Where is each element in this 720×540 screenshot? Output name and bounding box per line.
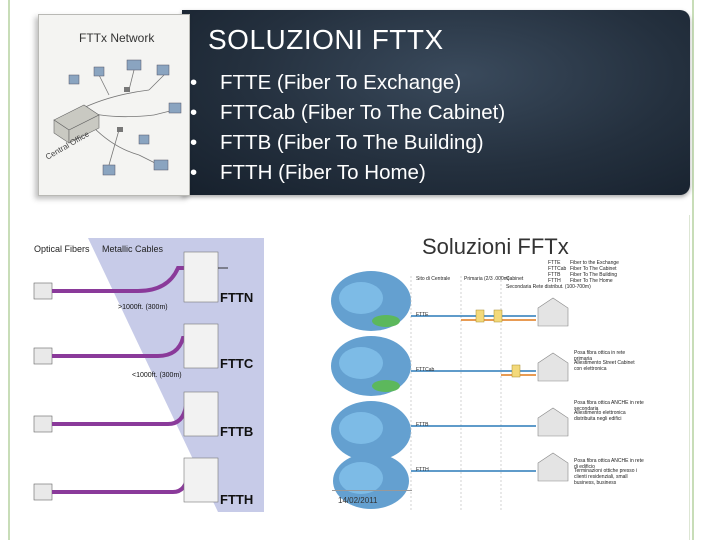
optical-fibers-label: Optical Fibers [34,244,90,254]
note-street-cabinet: Allestimento Street Cabinet con elettron… [574,360,635,372]
row-label-fttb: FTTB [416,422,429,428]
bullet-ftth: FTTH (Fiber To Home) [188,158,505,188]
note-secondary: Posa fibra ottica ANCHE in rete secondar… [574,400,644,412]
note-distributed: Allestimento elettronica distribuita neg… [574,410,626,422]
bullet-ftte: FTTE (Fiber To Exchange) [188,68,505,98]
slide-border-right [692,0,694,540]
bullet-fttb: FTTB (Fiber To The Building) [188,128,505,158]
tech-fttc: FTTC [220,356,254,371]
note-terminations: Terminazioni ottiche presso i clienti re… [574,468,638,486]
tech-fttb: FTTB [220,424,254,439]
column-primary: Primaria (2/3 .000m) [464,276,510,282]
tech-fttn: FTTN [220,290,254,305]
bullet-list: FTTE (Fiber To Exchange) FTTCab (Fiber T… [188,68,505,188]
fiber-copper-illustration [33,238,264,512]
solutions-illustration [331,271,569,511]
fiber-copper-diagram: Optical Fibers Metallic Cables FTTN >100… [28,238,264,512]
column-cabinet: Cabinet [506,276,524,282]
column-site: Sito di Centrale [416,276,451,282]
slide-title: SOLUZIONI FTTX [208,24,444,55]
network-illustration [53,59,182,176]
distance-fttc: <1000ft. (300m) [132,372,182,379]
row-label-ftth: FTTH [416,467,429,473]
note-primary: Posa fibra ottica in rete primaria [574,350,626,362]
distance-fttn: >1000ft. (300m) [118,304,168,311]
diagram-date: 14/02/2011 [338,496,378,505]
network-title: FTTx Network [79,31,155,45]
row-label-ftte: FTTE [416,312,429,318]
metallic-cables-label: Metallic Cables [102,244,164,254]
solutions-title: Soluzioni FFTx [422,234,569,259]
column-secondary: Secondaria Rete distribut. (100-700m) [506,284,591,290]
slide-border-left [8,0,10,540]
note-building: Posa fibra ottica ANCHE in rete di edifi… [574,458,644,470]
row-label-fttcab: FTTCab [416,367,435,373]
bullet-fttcab: FTTCab (Fiber To The Cabinet) [188,98,505,128]
tech-ftth: FTTH [220,492,254,507]
slide-border-right-inner [689,215,690,540]
fttx-network-thumbnail: FTTx Network Central Office [38,14,190,196]
